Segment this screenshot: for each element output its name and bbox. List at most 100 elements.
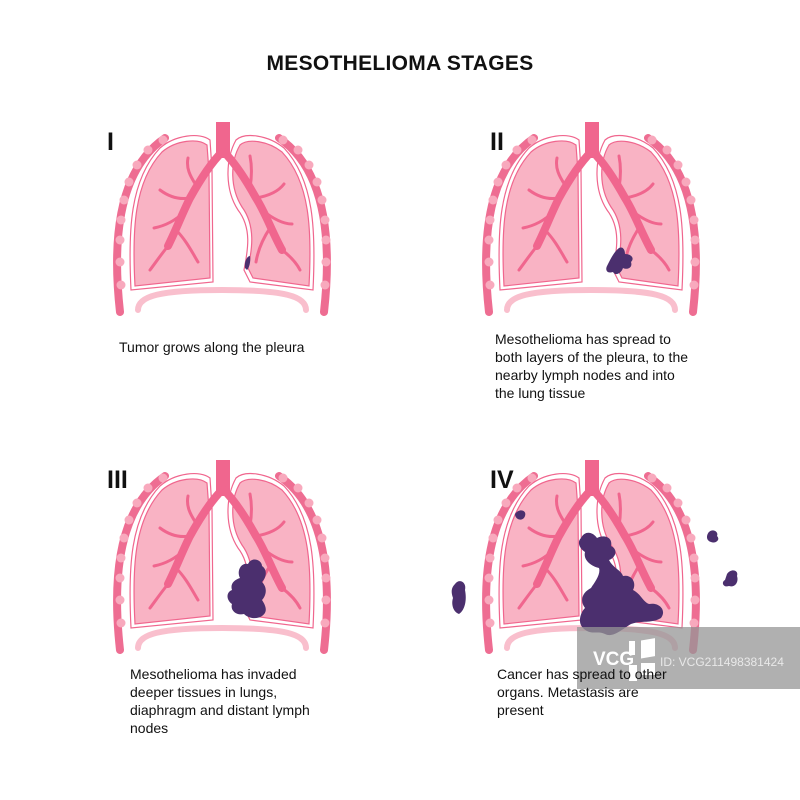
rib-joint xyxy=(484,573,494,583)
stage-caption: Mesothelioma has invaded deeper tissues … xyxy=(130,666,310,736)
airway xyxy=(148,122,302,272)
rib-joint xyxy=(690,257,700,267)
rib-joint xyxy=(320,215,330,225)
rib-joint xyxy=(673,160,683,170)
rib-joint xyxy=(485,618,495,628)
rib-joint xyxy=(689,553,699,563)
rib-joint xyxy=(304,160,314,170)
rib-joint xyxy=(321,235,331,245)
rib-joint xyxy=(124,177,134,187)
lung-illustration-part xyxy=(482,122,700,316)
bronchioles-right xyxy=(617,154,671,272)
rib-joint xyxy=(320,553,330,563)
rib-joint xyxy=(689,618,699,628)
stage-caption: Mesothelioma has spread to both layers o… xyxy=(495,331,689,401)
tumor-mass xyxy=(578,532,664,636)
bronchioles-left xyxy=(148,494,200,610)
diaphragm xyxy=(504,286,678,313)
pleura-right xyxy=(596,134,684,291)
rib-joint xyxy=(132,498,142,508)
tumor-mass xyxy=(227,559,266,619)
pleura-left xyxy=(129,134,214,291)
rib-joint xyxy=(485,280,495,290)
rib-joint xyxy=(115,595,125,605)
rib-joint xyxy=(119,533,129,543)
page-title: MESOTHELIOMA STAGES xyxy=(266,52,534,75)
rib-joint xyxy=(320,280,330,290)
rib-joint xyxy=(647,473,657,483)
rib-joint xyxy=(485,553,495,563)
rib-joint xyxy=(488,195,498,205)
stage-numeral: I xyxy=(107,128,114,156)
rib-joint xyxy=(484,257,494,267)
rib-joint xyxy=(662,483,672,493)
rib-joint xyxy=(673,498,683,508)
rib-joint xyxy=(512,483,522,493)
rib-joint xyxy=(312,177,322,187)
pleura-left xyxy=(498,134,583,291)
rib-joint xyxy=(278,473,288,483)
rib-joint xyxy=(690,573,700,583)
stage-numeral: II xyxy=(490,128,504,156)
rib-joint xyxy=(320,618,330,628)
stage-caption: Cancer has spread to other organs. Metas… xyxy=(497,666,667,718)
rib-joint xyxy=(304,498,314,508)
rib-joint xyxy=(690,235,700,245)
rib-joint xyxy=(501,160,511,170)
diaphragm xyxy=(135,286,309,313)
rib-joint xyxy=(119,195,129,205)
rib-joint xyxy=(662,145,672,155)
stage-numeral: III xyxy=(107,466,128,494)
bronchioles-right xyxy=(248,154,302,272)
airway xyxy=(517,122,671,272)
rib-joint xyxy=(143,483,153,493)
pleura-left xyxy=(129,472,214,629)
rib-joint xyxy=(493,177,503,187)
rib-joint xyxy=(484,235,494,245)
rib-joint xyxy=(124,515,134,525)
rib-joint xyxy=(689,280,699,290)
rib-joint xyxy=(293,145,303,155)
metastasis xyxy=(515,510,526,520)
rib-joint xyxy=(681,515,691,525)
lung-illustration-part xyxy=(113,122,331,316)
airway xyxy=(148,460,302,610)
bronchioles-left xyxy=(517,494,569,610)
rib-joint xyxy=(293,483,303,493)
rib-joint xyxy=(488,533,498,543)
watermark-id: ID: VCG211498381424 xyxy=(660,655,784,669)
metastasis xyxy=(707,530,719,543)
watermark-mark-icon xyxy=(629,638,655,681)
metastasis xyxy=(722,570,738,587)
rib-joint xyxy=(512,145,522,155)
rib-joint xyxy=(485,215,495,225)
rib-joint xyxy=(689,215,699,225)
rib-joint xyxy=(158,135,168,145)
rib-joint xyxy=(647,135,657,145)
tumor xyxy=(451,510,738,636)
lung-illustration-part xyxy=(451,460,738,654)
rib-joint xyxy=(143,145,153,155)
rib-joint xyxy=(681,177,691,187)
rib-joint xyxy=(501,498,511,508)
rib-joint xyxy=(321,595,331,605)
watermark: VCG ID: VCG211498381424 xyxy=(577,627,800,689)
rib-joint xyxy=(158,473,168,483)
rib-joint xyxy=(527,473,537,483)
tumor-mass xyxy=(606,247,633,275)
rib-joint xyxy=(493,515,503,525)
rib-joint xyxy=(278,135,288,145)
bronchioles-left xyxy=(517,156,569,272)
rib-joint xyxy=(686,533,696,543)
rib-joint xyxy=(116,280,126,290)
rib-joint xyxy=(115,257,125,267)
diaphragm xyxy=(135,624,309,651)
pleura-left xyxy=(498,472,583,629)
lung-illustration-part xyxy=(113,460,331,654)
rib-joint xyxy=(116,553,126,563)
stage-numeral: IV xyxy=(490,466,514,494)
rib-joint xyxy=(115,573,125,583)
rib-joint xyxy=(312,515,322,525)
rib-joint xyxy=(115,235,125,245)
